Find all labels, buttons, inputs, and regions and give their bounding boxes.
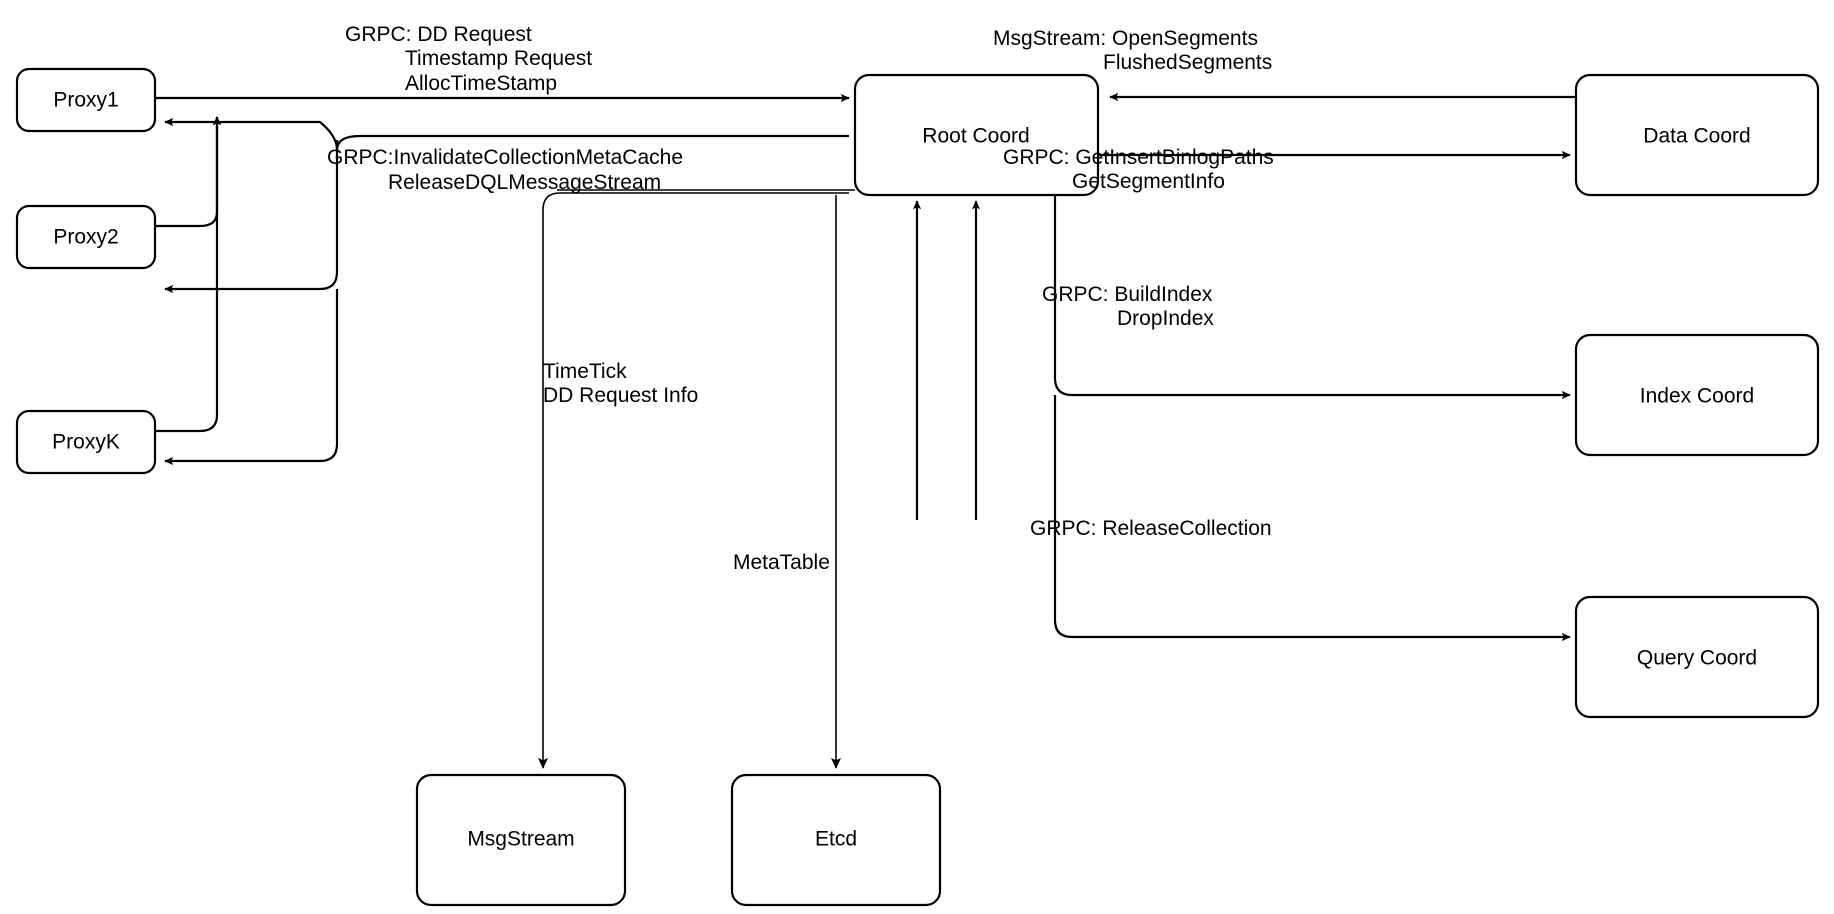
node-proxy2[interactable]: Proxy2 xyxy=(15,204,157,270)
node-proxyk[interactable]: ProxyK xyxy=(15,409,157,475)
edge-label-proxy-to-root-line-0: GRPC: DD Request xyxy=(345,23,532,46)
edge-label-root-to-data: GRPC: GetInsertBinlogPaths GetSegmentInf… xyxy=(1003,146,1274,193)
node-proxy1-shape[interactable] xyxy=(15,67,157,133)
node-etcd-label: Etcd xyxy=(815,828,857,851)
edge-label-data-to-root-line-1: FlushedSegments xyxy=(1103,51,1272,74)
node-datacoord-shape[interactable] xyxy=(1574,73,1820,197)
node-querycoord-shape[interactable] xyxy=(1574,595,1820,719)
edge-label-root-to-proxy-line-0: GRPC:InvalidateCollectionMetaCache xyxy=(327,146,683,169)
node-rootcoord-shape[interactable] xyxy=(853,73,1100,197)
node-etcd[interactable]: Etcd xyxy=(730,773,942,907)
edge-label-root-to-proxy-line-1: ReleaseDQLMessageStream xyxy=(388,171,661,194)
node-proxy1-label: Proxy1 xyxy=(53,89,118,112)
node-indexcoord[interactable]: Index Coord xyxy=(1574,333,1820,457)
edge-label-root-to-index-line-1: DropIndex xyxy=(1117,307,1214,330)
node-msgstream-shape[interactable] xyxy=(415,773,627,907)
edge-rootcoord-to-proxyk xyxy=(164,289,339,466)
node-indexcoord-label: Index Coord xyxy=(1640,385,1754,408)
edge-label-data-to-root: MsgStream: OpenSegments FlushedSegments xyxy=(993,27,1272,74)
node-datacoord[interactable]: Data Coord xyxy=(1574,73,1820,197)
node-proxyk-label: ProxyK xyxy=(52,431,120,454)
edge-rootcoord-to-querycoord xyxy=(1053,395,1571,642)
edge-label-data-to-root-line-0: MsgStream: OpenSegments xyxy=(993,27,1258,50)
node-proxy2-shape[interactable] xyxy=(15,204,157,270)
node-msgstream-label: MsgStream xyxy=(467,828,574,851)
edge-labels-layer: GRPC: DD Request Timestamp Request Alloc… xyxy=(327,23,1274,574)
node-querycoord-label: Query Coord xyxy=(1637,647,1757,670)
node-rootcoord[interactable]: Root Coord xyxy=(853,73,1100,197)
edge-label-root-to-proxy: GRPC:InvalidateCollectionMetaCache Relea… xyxy=(327,146,683,194)
edge-proxy2-to-rootcoord xyxy=(155,116,222,228)
edge-label-root-to-data-line-1: GetSegmentInfo xyxy=(1072,170,1225,193)
edge-label-root-to-etcd-line-0: MetaTable xyxy=(733,551,830,574)
edge-label-proxy-to-root: GRPC: DD Request Timestamp Request Alloc… xyxy=(345,23,592,95)
node-indexcoord-shape[interactable] xyxy=(1574,333,1820,457)
node-msgstream[interactable]: MsgStream xyxy=(415,773,627,907)
node-datacoord-label: Data Coord xyxy=(1643,125,1750,148)
edge-label-root-to-query: GRPC: ReleaseCollection xyxy=(1030,517,1272,540)
node-etcd-shape[interactable] xyxy=(730,773,942,907)
edge-label-root-to-msgstream-line-1: DD Request Info xyxy=(543,384,698,407)
edge-label-root-to-index: GRPC: BuildIndex DropIndex xyxy=(1042,283,1214,330)
nodes-layer: Proxy1 Proxy2 ProxyK Root Coord Data Coo… xyxy=(15,67,1820,907)
edge-label-root-to-msgstream: TimeTick DD Request Info xyxy=(543,360,698,407)
edge-label-proxy-to-root-line-2: AllocTimeStamp xyxy=(405,72,557,95)
edge-label-root-to-index-line-0: GRPC: BuildIndex xyxy=(1042,283,1213,306)
node-querycoord[interactable]: Query Coord xyxy=(1574,595,1820,719)
node-proxy2-label: Proxy2 xyxy=(53,226,118,249)
edge-label-root-to-query-line-0: GRPC: ReleaseCollection xyxy=(1030,517,1272,540)
edge-label-root-to-etcd: MetaTable xyxy=(733,551,830,574)
edge-rootcoord-to-indexcoord xyxy=(1053,195,1571,400)
node-rootcoord-label: Root Coord xyxy=(922,125,1029,148)
node-proxy1[interactable]: Proxy1 xyxy=(15,67,157,133)
edge-rootcoord-to-proxy2 xyxy=(164,140,339,294)
edge-rootcoord-to-msgstream xyxy=(543,189,855,768)
edge-label-root-to-data-line-0: GRPC: GetInsertBinlogPaths xyxy=(1003,146,1274,169)
node-proxyk-shape[interactable] xyxy=(15,409,157,475)
edge-label-proxy-to-root-line-1: Timestamp Request xyxy=(405,47,592,70)
edge-proxyk-to-rootcoord xyxy=(155,116,222,433)
edge-label-root-to-msgstream-line-0: TimeTick xyxy=(543,360,627,383)
edges-layer xyxy=(155,92,1576,768)
